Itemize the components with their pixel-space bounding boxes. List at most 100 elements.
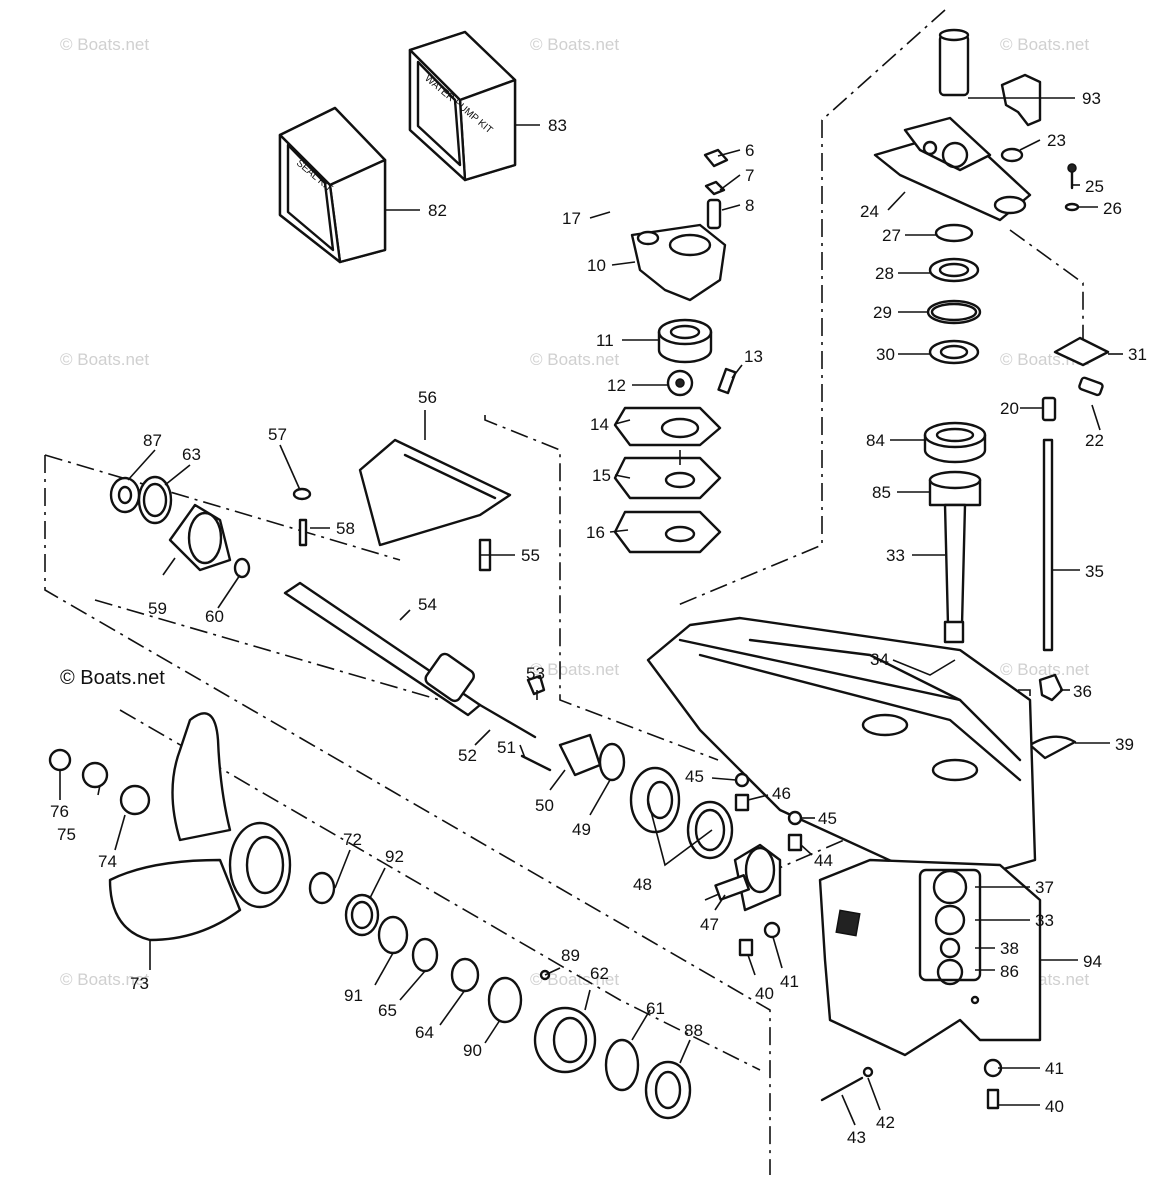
callout-45a: 45: [685, 767, 704, 786]
callout-28: 28: [875, 264, 894, 283]
callout-64: 64: [415, 1023, 434, 1042]
callout-58: 58: [336, 519, 355, 538]
callout-23: 23: [1047, 131, 1066, 150]
watermark: © Boats.net: [1000, 660, 1089, 679]
callout-61: 61: [646, 999, 665, 1018]
callout-85: 85: [872, 483, 891, 502]
callout-90: 90: [463, 1041, 482, 1060]
callout-52: 52: [458, 746, 477, 765]
water-pump-kit-box: WATER PUMP KIT: [408, 30, 517, 182]
callout-30: 30: [876, 345, 895, 364]
water-pump-parts: [613, 148, 737, 554]
callout-65: 65: [378, 1001, 397, 1020]
callout-11: 11: [596, 331, 614, 350]
assembly-line: [677, 9, 946, 606]
callout-31: 31: [1128, 345, 1147, 364]
callout-56: 56: [418, 388, 437, 407]
watermark-main: © Boats.net: [60, 667, 165, 689]
callout-16: 16: [586, 523, 605, 542]
callout-7: 7: [745, 166, 754, 185]
assembly-line: [484, 415, 719, 761]
callout-93: 93: [1082, 89, 1101, 108]
callout-50: 50: [535, 796, 554, 815]
callout-76: 76: [50, 802, 69, 821]
watermark: © Boats.net: [60, 35, 149, 54]
propeller-parts: [48, 712, 692, 1120]
callout-89: 89: [561, 946, 580, 965]
callout-10: 10: [587, 256, 606, 275]
callout-54: 54: [418, 595, 437, 614]
callout-41a: 41: [780, 972, 799, 991]
trim-tab: [358, 438, 512, 547]
assembly-line: [44, 455, 771, 1175]
assembly-line: [44, 454, 401, 561]
callout-51: 51: [497, 738, 516, 757]
callout-59: 59: [148, 599, 167, 618]
callout-35: 35: [1085, 562, 1104, 581]
callout-63: 63: [182, 445, 201, 464]
callout-34: 34: [870, 650, 889, 669]
callout-92: 92: [385, 847, 404, 866]
watermark: © Boats.net: [60, 970, 149, 989]
callout-84: 84: [866, 431, 885, 450]
callout-60: 60: [205, 607, 224, 626]
callout-15: 15: [592, 466, 611, 485]
callout-26: 26: [1103, 199, 1122, 218]
callout-57: 57: [268, 425, 287, 444]
assembly-line: [119, 709, 761, 1071]
callout-29: 29: [873, 303, 892, 322]
callout-37: 37: [1035, 878, 1054, 897]
assembly-line: [1009, 229, 1084, 345]
callout-38: 38: [1000, 939, 1019, 958]
driveshaft-parts: [923, 421, 1077, 760]
callout-62: 62: [590, 964, 609, 983]
shift-parts: [873, 28, 1110, 422]
watermark: © Boats.net: [530, 970, 619, 989]
callout-25: 25: [1085, 177, 1104, 196]
part-callouts: 82 83 6 7 8 17 10 11 12 13 14 15 16 93 2…: [50, 89, 1147, 1147]
callout-39: 39: [1115, 735, 1134, 754]
callout-83: 83: [548, 116, 567, 135]
watermark: © Boats.net: [1000, 35, 1089, 54]
callout-43: 43: [847, 1128, 866, 1147]
callout-40b: 40: [1045, 1097, 1064, 1116]
callout-91: 91: [344, 986, 363, 1005]
callout-74: 74: [98, 852, 117, 871]
callout-87: 87: [143, 431, 162, 450]
seal-kit-box: SEAL KIT: [278, 106, 387, 264]
callout-53: 53: [526, 664, 545, 683]
callout-40a: 40: [755, 984, 774, 1003]
callout-94: 94: [1083, 952, 1102, 971]
callout-22: 22: [1085, 431, 1104, 450]
callout-41b: 41: [1045, 1059, 1064, 1078]
callout-8: 8: [745, 196, 754, 215]
callout-27: 27: [882, 226, 901, 245]
callout-88: 88: [684, 1021, 703, 1040]
callout-42: 42: [876, 1113, 895, 1132]
callout-36: 36: [1073, 682, 1092, 701]
callout-17: 17: [562, 209, 581, 228]
callout-33a: 33: [886, 546, 905, 565]
callout-75: 75: [57, 825, 76, 844]
callout-24: 24: [860, 202, 879, 221]
callout-86: 86: [1000, 962, 1019, 981]
leader-lines: [59, 97, 1123, 1126]
callout-82: 82: [428, 201, 447, 220]
callout-33b: 33: [1035, 911, 1054, 930]
callout-48: 48: [633, 875, 652, 894]
watermark: © Boats.net: [60, 350, 149, 369]
callout-12: 12: [607, 376, 626, 395]
callout-6: 6: [745, 141, 754, 160]
assembly-lines: [44, 9, 1084, 1175]
callout-45b: 45: [818, 809, 837, 828]
callout-47: 47: [700, 915, 719, 934]
callout-44: 44: [814, 851, 833, 870]
callout-20: 20: [1000, 399, 1019, 418]
watermark: © Boats.net: [530, 660, 619, 679]
callout-73: 73: [130, 974, 149, 993]
callout-46: 46: [772, 784, 791, 803]
propshaft-parts: [109, 475, 782, 912]
callout-49: 49: [572, 820, 591, 839]
watermarks: © Boats.net © Boats.net © Boats.net © Bo…: [60, 35, 1089, 989]
